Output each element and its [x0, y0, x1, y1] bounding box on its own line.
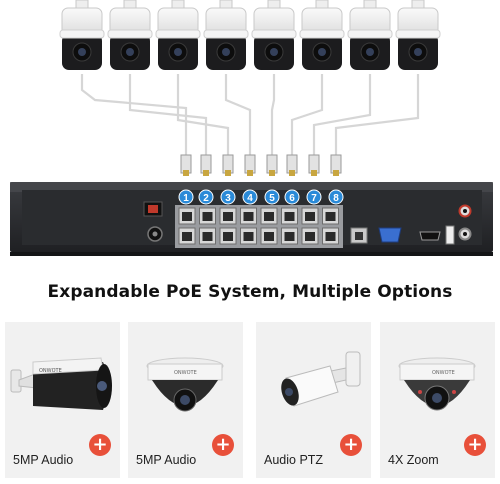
poe-port-icon — [240, 227, 257, 245]
port-number-label: 7 — [311, 193, 317, 204]
rj45-connector-icon — [244, 154, 256, 176]
hdmi-port-icon — [419, 231, 441, 241]
port-number-badge: 4 — [242, 189, 258, 205]
headline: Expandable PoE System, Multiple Options — [47, 282, 453, 302]
rj45-connector-icon — [266, 154, 278, 176]
poe-port-icon — [178, 207, 196, 225]
poe-port-icon — [240, 207, 257, 225]
bullet-camera-icon — [107, 0, 153, 70]
poe-port-icon — [322, 207, 339, 225]
port-number-label: 6 — [289, 193, 295, 204]
port-number-badge: 1 — [178, 189, 194, 205]
poe-port-icon — [219, 207, 237, 225]
ethernet-cable — [80, 74, 188, 155]
add-option-button[interactable]: + — [464, 434, 486, 456]
usb-port-icon — [445, 225, 455, 245]
option-card-4[interactable]: ONWOTE 4X Zoom + — [380, 322, 495, 478]
port-number-badge: 6 — [284, 189, 300, 205]
ethernet-cable — [334, 74, 420, 155]
bullet-camera-icon — [395, 0, 441, 70]
rj45-connector-icon — [222, 154, 234, 176]
ptz-camera-icon — [281, 351, 361, 407]
poe-port-icon — [260, 207, 278, 225]
poe-port-icon — [260, 227, 278, 245]
port-number-label: 5 — [269, 193, 275, 204]
svg-text:ONWOTE: ONWOTE — [432, 370, 455, 376]
ethernet-cable — [290, 74, 324, 155]
port-number-badge: 3 — [220, 189, 236, 205]
poe-port-icon — [199, 207, 216, 225]
add-option-button[interactable]: + — [340, 434, 362, 456]
port-number-badge: 2 — [198, 189, 214, 205]
port-number-label: 1 — [183, 193, 189, 204]
ethernet-cable — [176, 74, 230, 155]
bullet-camera-icon: ONWOTE — [10, 357, 112, 410]
option-card-3[interactable]: Audio PTZ + — [256, 322, 371, 478]
bullet-camera-icon — [251, 0, 297, 70]
port-number-label: 4 — [247, 193, 253, 204]
rj45-connector-icon — [200, 154, 212, 176]
svg-text:ONWOTE: ONWOTE — [174, 370, 197, 376]
option-card-2[interactable]: ONWOTE 5MP Audio + — [128, 322, 243, 478]
ethernet-cable — [128, 74, 208, 155]
poe-port-icon — [281, 227, 298, 245]
port-number-badge: 8 — [328, 189, 344, 205]
card-label: Audio PTZ — [264, 453, 324, 467]
card-label: 5MP Audio — [136, 453, 197, 467]
poe-port-icon — [199, 227, 216, 245]
bullet-camera-icon — [155, 0, 201, 70]
option-card-1[interactable]: ONWOTE 5MP Audio + — [5, 322, 120, 478]
ethernet-cable — [312, 74, 372, 155]
poe-port-icon — [301, 227, 319, 245]
poe-port-icon — [281, 207, 298, 225]
rj45-connector-icon — [308, 154, 320, 176]
poe-system-diagram: 1 2 3 4 5 6 7 8 — [10, 0, 493, 256]
svg-text:ONWOTE: ONWOTE — [39, 368, 62, 374]
poe-port-icon — [219, 227, 237, 245]
card-label: 5MP Audio — [13, 453, 74, 467]
poe-port-icon — [178, 227, 196, 245]
nvr-recorder — [10, 182, 493, 256]
poe-port-icon — [322, 227, 339, 245]
zoom-dome-camera-icon: ONWOTE — [398, 357, 476, 411]
port-number-badge: 5 — [264, 189, 280, 205]
port-number-label: 8 — [333, 193, 339, 204]
rj45-connector-icon — [330, 154, 342, 176]
dome-camera-icon: ONWOTE — [146, 357, 224, 412]
add-option-button[interactable]: + — [89, 434, 111, 456]
power-switch-icon — [143, 201, 163, 217]
vga-port-icon — [378, 227, 402, 243]
port-number-label: 2 — [203, 193, 209, 204]
port-number-badge: 7 — [306, 189, 322, 205]
bullet-camera-icon — [59, 0, 105, 70]
ethernet-cable — [270, 74, 276, 155]
bullet-camera-icon — [203, 0, 249, 70]
port-number-label: 3 — [225, 193, 231, 204]
card-label: 4X Zoom — [388, 453, 439, 467]
rj45-connector-icon — [180, 154, 192, 176]
rj45-connector-icon — [286, 154, 298, 176]
add-option-button[interactable]: + — [212, 434, 234, 456]
poe-port-icon — [301, 207, 319, 225]
bullet-camera-icon — [299, 0, 345, 70]
bullet-camera-icon — [347, 0, 393, 70]
ethernet-cable — [224, 74, 252, 155]
